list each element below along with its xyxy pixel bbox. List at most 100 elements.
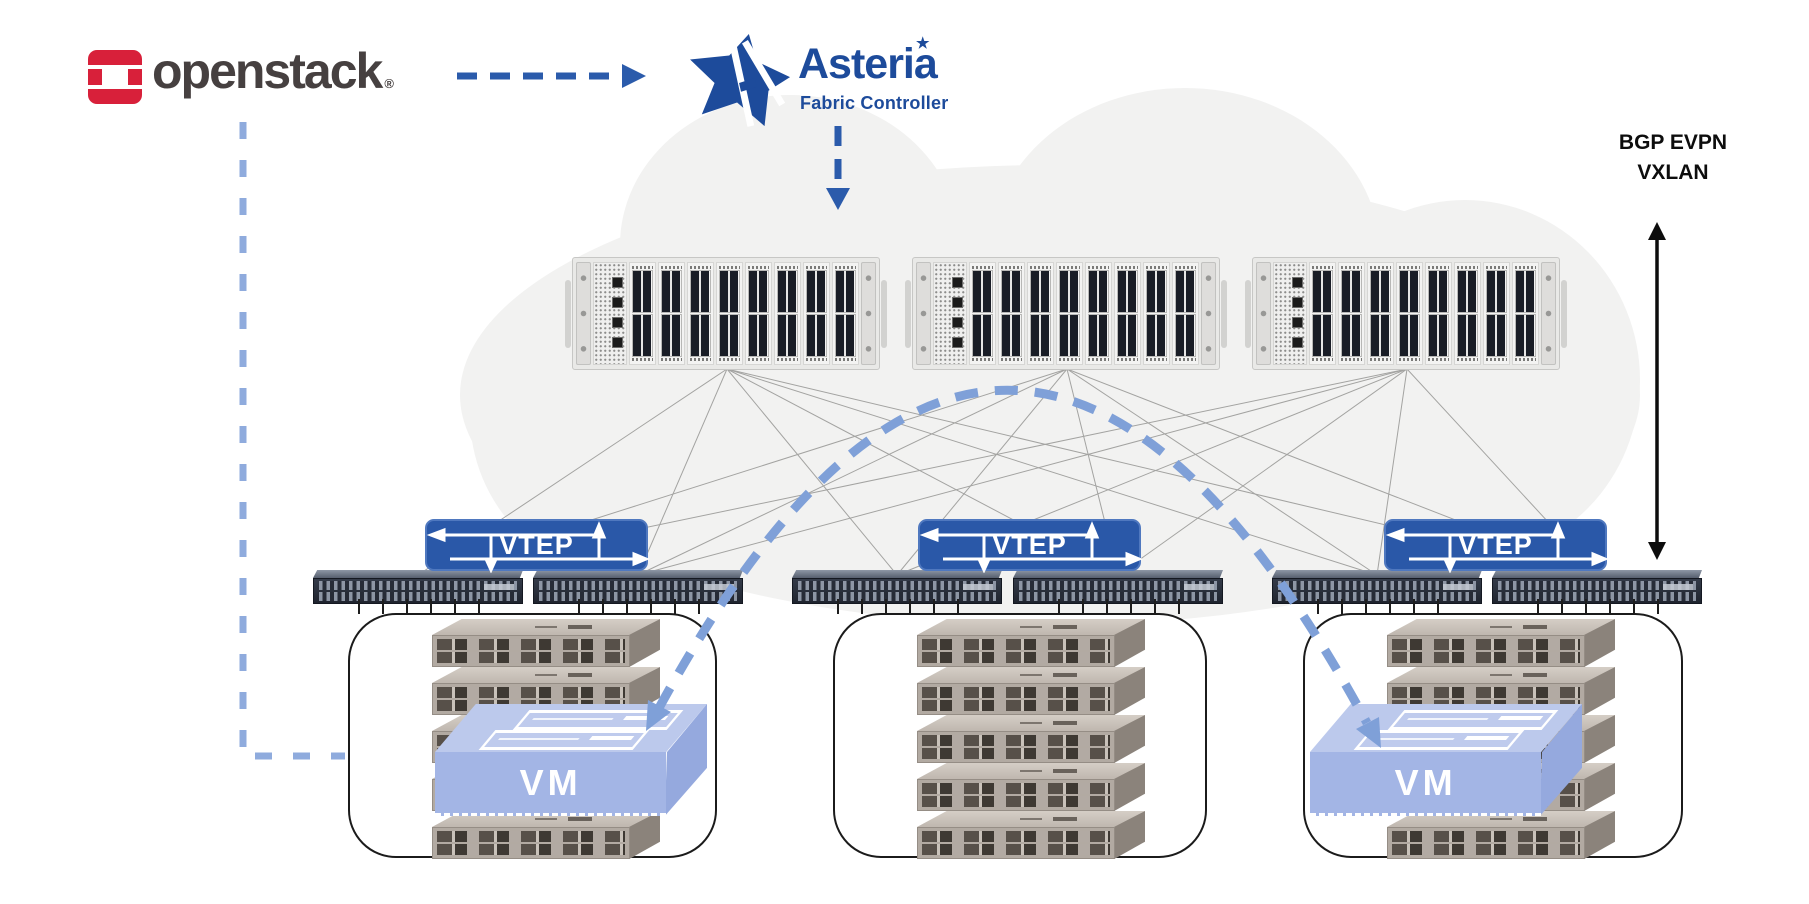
leaf-switch bbox=[1492, 570, 1702, 604]
rack-bracket bbox=[861, 262, 876, 365]
asteria-name-text: Asteria bbox=[798, 40, 938, 88]
leaf-downlink bbox=[1413, 599, 1415, 614]
spine-linecard bbox=[774, 262, 801, 365]
spine-linecard bbox=[745, 262, 772, 365]
server bbox=[917, 667, 1145, 715]
server bbox=[432, 811, 660, 859]
server bbox=[1387, 811, 1615, 859]
vm-top-face bbox=[435, 704, 707, 752]
spine-linecard bbox=[658, 262, 685, 365]
leaf-downlink bbox=[1317, 599, 1319, 614]
leaf-downlink bbox=[957, 599, 959, 614]
vm-vent-slot bbox=[512, 710, 684, 730]
leaf-downlink bbox=[837, 599, 839, 614]
leaf-downlink bbox=[861, 599, 863, 614]
spine-linecard bbox=[998, 262, 1025, 365]
leaf-downlink bbox=[1633, 599, 1635, 614]
compute-pod-1: VM bbox=[348, 613, 717, 859]
spine-linecard bbox=[1483, 262, 1510, 365]
spine-switch bbox=[1245, 257, 1567, 370]
vm-box: VM bbox=[435, 704, 707, 816]
server-rack bbox=[835, 615, 1205, 859]
leaf-downlink bbox=[626, 599, 628, 614]
leaf-downlink bbox=[1178, 599, 1180, 614]
leaf-downlink bbox=[933, 599, 935, 614]
server bbox=[1387, 619, 1615, 667]
arrowhead-up-icon bbox=[1648, 222, 1666, 240]
vtep-label: VTEP bbox=[992, 529, 1067, 560]
leaf-downlink bbox=[1082, 599, 1084, 614]
asteria-subtitle: Fabric Controller bbox=[800, 93, 949, 113]
arrowhead-right-icon bbox=[622, 64, 646, 88]
leaf-switch bbox=[533, 570, 743, 604]
protocol-line-1: BGP EVPN bbox=[1618, 131, 1728, 154]
spine-linecard bbox=[1367, 262, 1394, 365]
spine-linecard bbox=[1512, 262, 1539, 365]
leaf-downlink bbox=[674, 599, 676, 614]
compute-pod-2 bbox=[833, 613, 1207, 859]
leaf-downlink bbox=[578, 599, 580, 614]
server bbox=[917, 763, 1145, 811]
vtep-badge-2: VTEP bbox=[918, 519, 1143, 573]
asteria-star-icon bbox=[690, 33, 791, 127]
spine-mgmt-module bbox=[593, 262, 627, 365]
asteria-name: Asteria★ bbox=[798, 35, 938, 89]
vm-box: VM bbox=[1310, 704, 1582, 816]
leaf-downlink bbox=[382, 599, 384, 614]
leaf-switch bbox=[1013, 570, 1223, 604]
leaf-downlink bbox=[1154, 599, 1156, 614]
spine-linecard bbox=[1172, 262, 1199, 365]
leaf-downlink bbox=[478, 599, 480, 614]
asteria-i-star-icon: ★ bbox=[916, 35, 929, 52]
server bbox=[432, 619, 660, 667]
rack-bracket bbox=[1201, 262, 1216, 365]
spine-linecard bbox=[1085, 262, 1112, 365]
leaf-downlink bbox=[650, 599, 652, 614]
spine-linecard bbox=[687, 262, 714, 365]
vtep-label: VTEP bbox=[1458, 529, 1533, 560]
leaf-downlink bbox=[602, 599, 604, 614]
spine-linecard bbox=[1143, 262, 1170, 365]
spine-linecard bbox=[803, 262, 830, 365]
spine-linecard bbox=[1027, 262, 1054, 365]
rack-bracket bbox=[916, 262, 931, 365]
cloud-shape bbox=[1290, 200, 1640, 560]
leaf-downlink bbox=[1365, 599, 1367, 614]
leaf-downlink bbox=[1585, 599, 1587, 614]
spine-linecard bbox=[969, 262, 996, 365]
registered-mark: ® bbox=[384, 76, 394, 91]
leaf-downlink bbox=[1537, 599, 1539, 614]
spine-linecard bbox=[716, 262, 743, 365]
spine-switch bbox=[565, 257, 887, 370]
vm-top-face bbox=[1310, 704, 1582, 752]
vtep-arrows-icon bbox=[1386, 521, 1609, 573]
leaf-downlink bbox=[406, 599, 408, 614]
leaf-downlink bbox=[1106, 599, 1108, 614]
openstack-logo-icon bbox=[88, 50, 142, 104]
vm-vent-slot bbox=[1353, 730, 1525, 750]
leaf-downlink bbox=[1657, 599, 1659, 614]
spine-switch bbox=[905, 257, 1227, 370]
leaf-downlink bbox=[430, 599, 432, 614]
leaf-downlink bbox=[454, 599, 456, 614]
vm-label: VM bbox=[435, 752, 667, 816]
spine-linecard bbox=[1338, 262, 1365, 365]
spine-mgmt-module bbox=[1273, 262, 1307, 365]
vtep-arrows-icon bbox=[427, 521, 650, 573]
leaf-switch bbox=[1272, 570, 1482, 604]
vtep-badge-3: VTEP bbox=[1384, 519, 1609, 573]
server bbox=[917, 811, 1145, 859]
spine-linecard bbox=[1396, 262, 1423, 365]
spine-linecard bbox=[1056, 262, 1083, 365]
spine-linecard bbox=[1454, 262, 1481, 365]
server bbox=[917, 619, 1145, 667]
vm-label: VM bbox=[1310, 752, 1542, 816]
spine-linecard bbox=[629, 262, 656, 365]
vm-vent-slot bbox=[1387, 710, 1559, 730]
leaf-downlink bbox=[1609, 599, 1611, 614]
vtep-badge-1: VTEP bbox=[425, 519, 650, 573]
leaf-downlink bbox=[1130, 599, 1132, 614]
leaf-switch bbox=[313, 570, 523, 604]
rack-bracket bbox=[1541, 262, 1556, 365]
